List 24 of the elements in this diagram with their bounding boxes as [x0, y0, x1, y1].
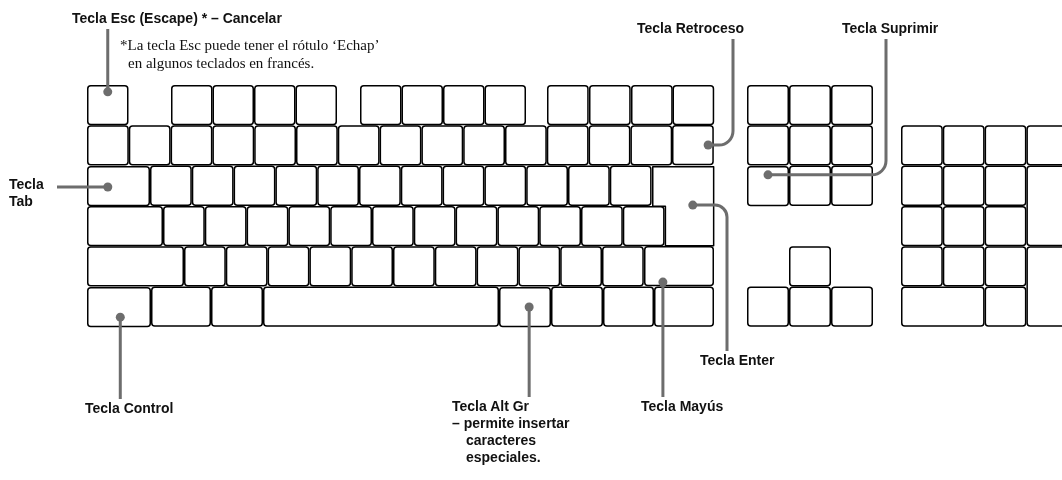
leader-line [103, 29, 113, 97]
leader-line [57, 182, 113, 192]
callout-label: Tecla Tab [9, 176, 55, 210]
callout-label: Tecla Suprimir [842, 20, 939, 37]
leader-line [703, 39, 735, 150]
keyboard-key [644, 246, 714, 287]
footnote: *La tecla Esc puede tener el rótulo ‘Echap’ en algunos teclados en francés. [120, 36, 380, 72]
callout-label: Tecla Mayús [641, 398, 724, 415]
leader-line [763, 39, 888, 180]
callout-description: – permite insertar caracteres especiales. [452, 415, 571, 466]
keyboard-key [499, 286, 551, 327]
callout-label: Tecla Alt Gr [452, 398, 531, 415]
keyboard-key [87, 165, 150, 206]
leader-line [688, 200, 729, 351]
keyboard-key [747, 165, 789, 206]
keyboard-key [87, 85, 129, 126]
leader-line [115, 312, 125, 399]
callout-label: Tecla Esc (Escape) * – Cancelar [72, 10, 282, 27]
keyboard-key [672, 125, 714, 166]
keyboard-key [87, 286, 151, 327]
callout-label: Tecla Enter [700, 352, 775, 369]
callout-label: Tecla Retroceso [637, 20, 745, 37]
callout-label: Tecla Control [85, 400, 174, 417]
leader-line [524, 302, 534, 397]
